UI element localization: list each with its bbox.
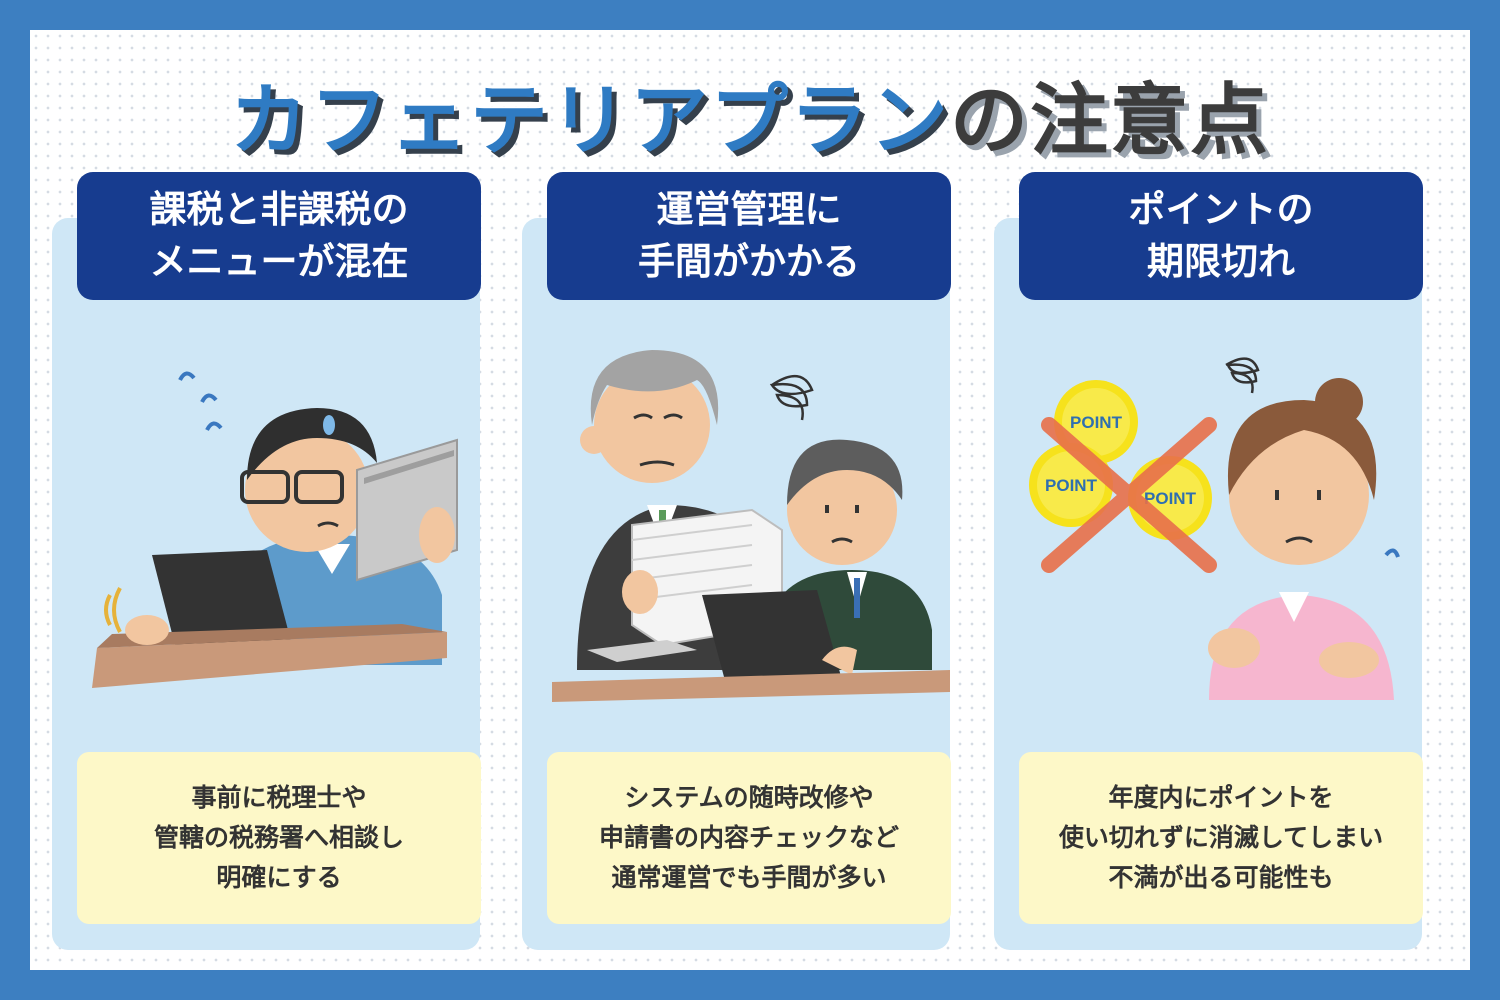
card-1-note-line-2: 管轄の税務署へ相談し [153, 823, 404, 852]
card-3-note-line-2: 使い切れずに消滅してしまい [1058, 823, 1384, 852]
card-1-note: 事前に税理士や 管轄の税務署へ相談し 明確にする [77, 752, 481, 924]
title-main: カフェテリアプラン [228, 75, 950, 168]
card-2-heading-line-2: 手間がかかる [638, 240, 860, 283]
manager-with-papers-icon [552, 350, 950, 702]
troubled-woman-icon [1208, 378, 1400, 700]
coin-label-2: POINT [1045, 476, 1098, 495]
card-3-heading: ポイントの 期限切れ [1019, 172, 1423, 300]
card-3-heading-line-2: 期限切れ [1147, 240, 1295, 283]
card-1-heading-line-2: メニューが混在 [149, 240, 409, 283]
coin-label-1: POINT [1070, 413, 1123, 432]
title-suffix: の注意点 [948, 75, 1271, 168]
card-1-note-line-3: 明確にする [216, 863, 342, 892]
card-2-note-line-1: システムの随時改修や [624, 783, 874, 812]
card-2-heading-line-1: 運営管理に [656, 188, 842, 231]
card-2-note-line-3: 通常運営でも手間が多い [611, 863, 887, 892]
worried-man-with-book-icon [92, 371, 458, 688]
card-3-note-line-3: 不満が出る可能性も [1108, 863, 1334, 892]
card-2-note: システムの随時改修や 申請書の内容チェックなど 通常運営でも手間が多い [547, 752, 951, 924]
page-title: カフェテリアプランの注意点 [0, 58, 1500, 170]
card-3-note: 年度内にポイントを 使い切れずに消滅してしまい 不満が出る可能性も [1019, 752, 1423, 924]
card-1-heading: 課税と非課税の メニューが混在 [77, 172, 481, 300]
coin-label-3: POINT [1144, 489, 1197, 508]
card-3-heading-line-1: ポイントの [1128, 188, 1314, 231]
crossed-out-points-icon: POINT POINT POINT [1029, 357, 1400, 700]
card-1-heading-line-1: 課税と非課税の [149, 188, 409, 231]
card-3-note-line-1: 年度内にポイントを [1108, 783, 1334, 812]
card-2-note-line-2: 申請書の内容チェックなど [598, 823, 899, 852]
card-2-heading: 運営管理に 手間がかかる [547, 172, 951, 300]
card-1-note-line-1: 事前に税理士や [191, 783, 367, 812]
